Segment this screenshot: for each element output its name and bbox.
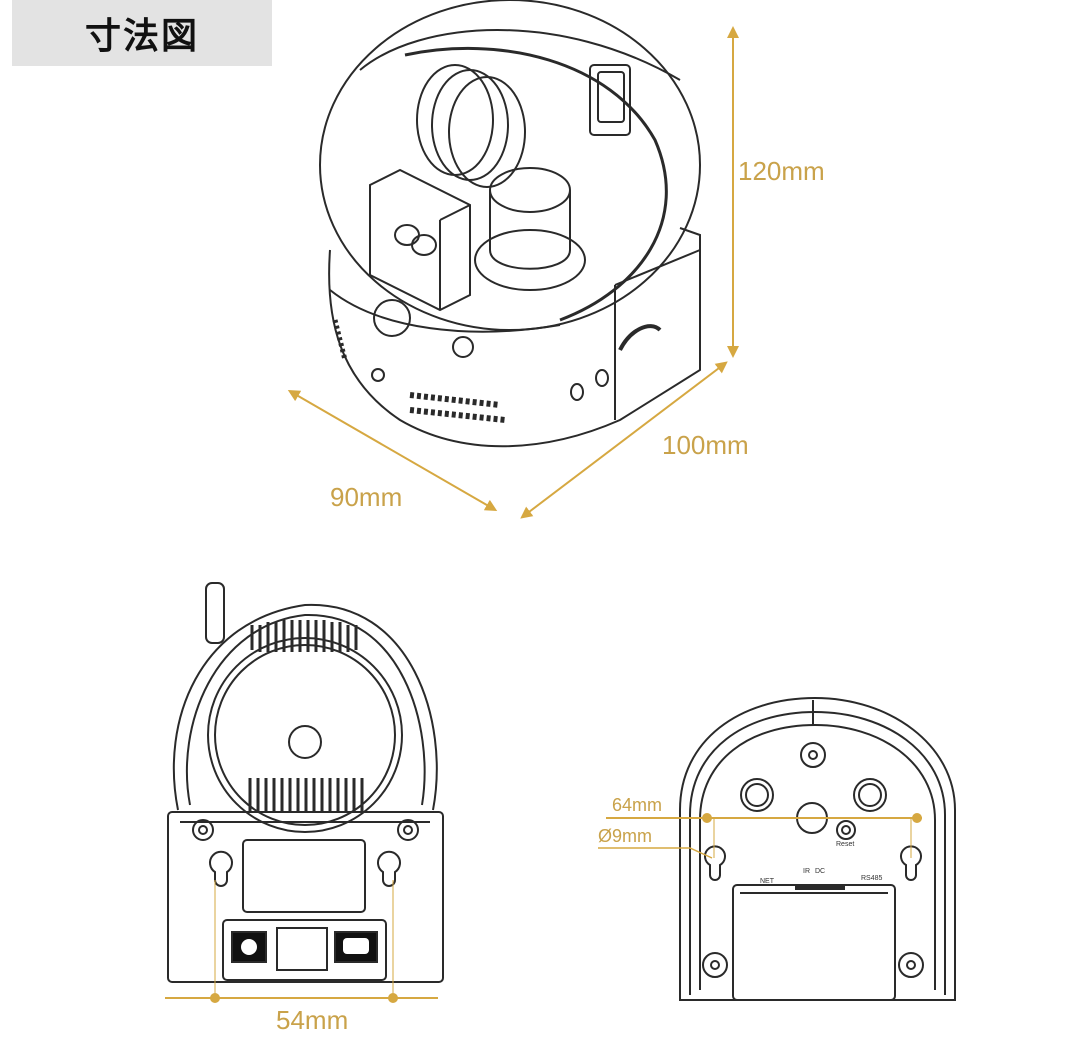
hole-diameter-label: Ø9mm [598, 826, 652, 846]
width-dimension-label: 100mm [662, 430, 749, 460]
front-dimensions [165, 880, 438, 1003]
rear-port-labels: NET IR DC RS485 Reset [760, 841, 883, 885]
reset-label: Reset [836, 841, 854, 848]
depth-dimension-label: 90mm [330, 482, 403, 512]
perspective-dimensions [287, 26, 739, 519]
title-banner: 寸法図 [12, 0, 272, 66]
depth-dimension-line [287, 389, 498, 512]
front-width-dimension-label: 54mm [276, 1005, 349, 1035]
perspective-camera-view [319, 0, 701, 448]
port-label-ir: IR [803, 868, 810, 875]
front-camera-view [167, 582, 444, 983]
port-label-rs485: RS485 [861, 875, 883, 882]
rear-camera-view [679, 696, 956, 1001]
page-title: 寸法図 [84, 16, 199, 57]
rear-dimensions [598, 813, 922, 859]
hole-spacing-label: 64mm [612, 795, 663, 815]
height-dimension-label: 120mm [738, 156, 825, 186]
width-dimension-line [520, 361, 728, 519]
port-label-net: NET [760, 878, 775, 885]
port-label-dc: DC [815, 868, 825, 875]
hole-diameter-leader-line [598, 847, 713, 859]
